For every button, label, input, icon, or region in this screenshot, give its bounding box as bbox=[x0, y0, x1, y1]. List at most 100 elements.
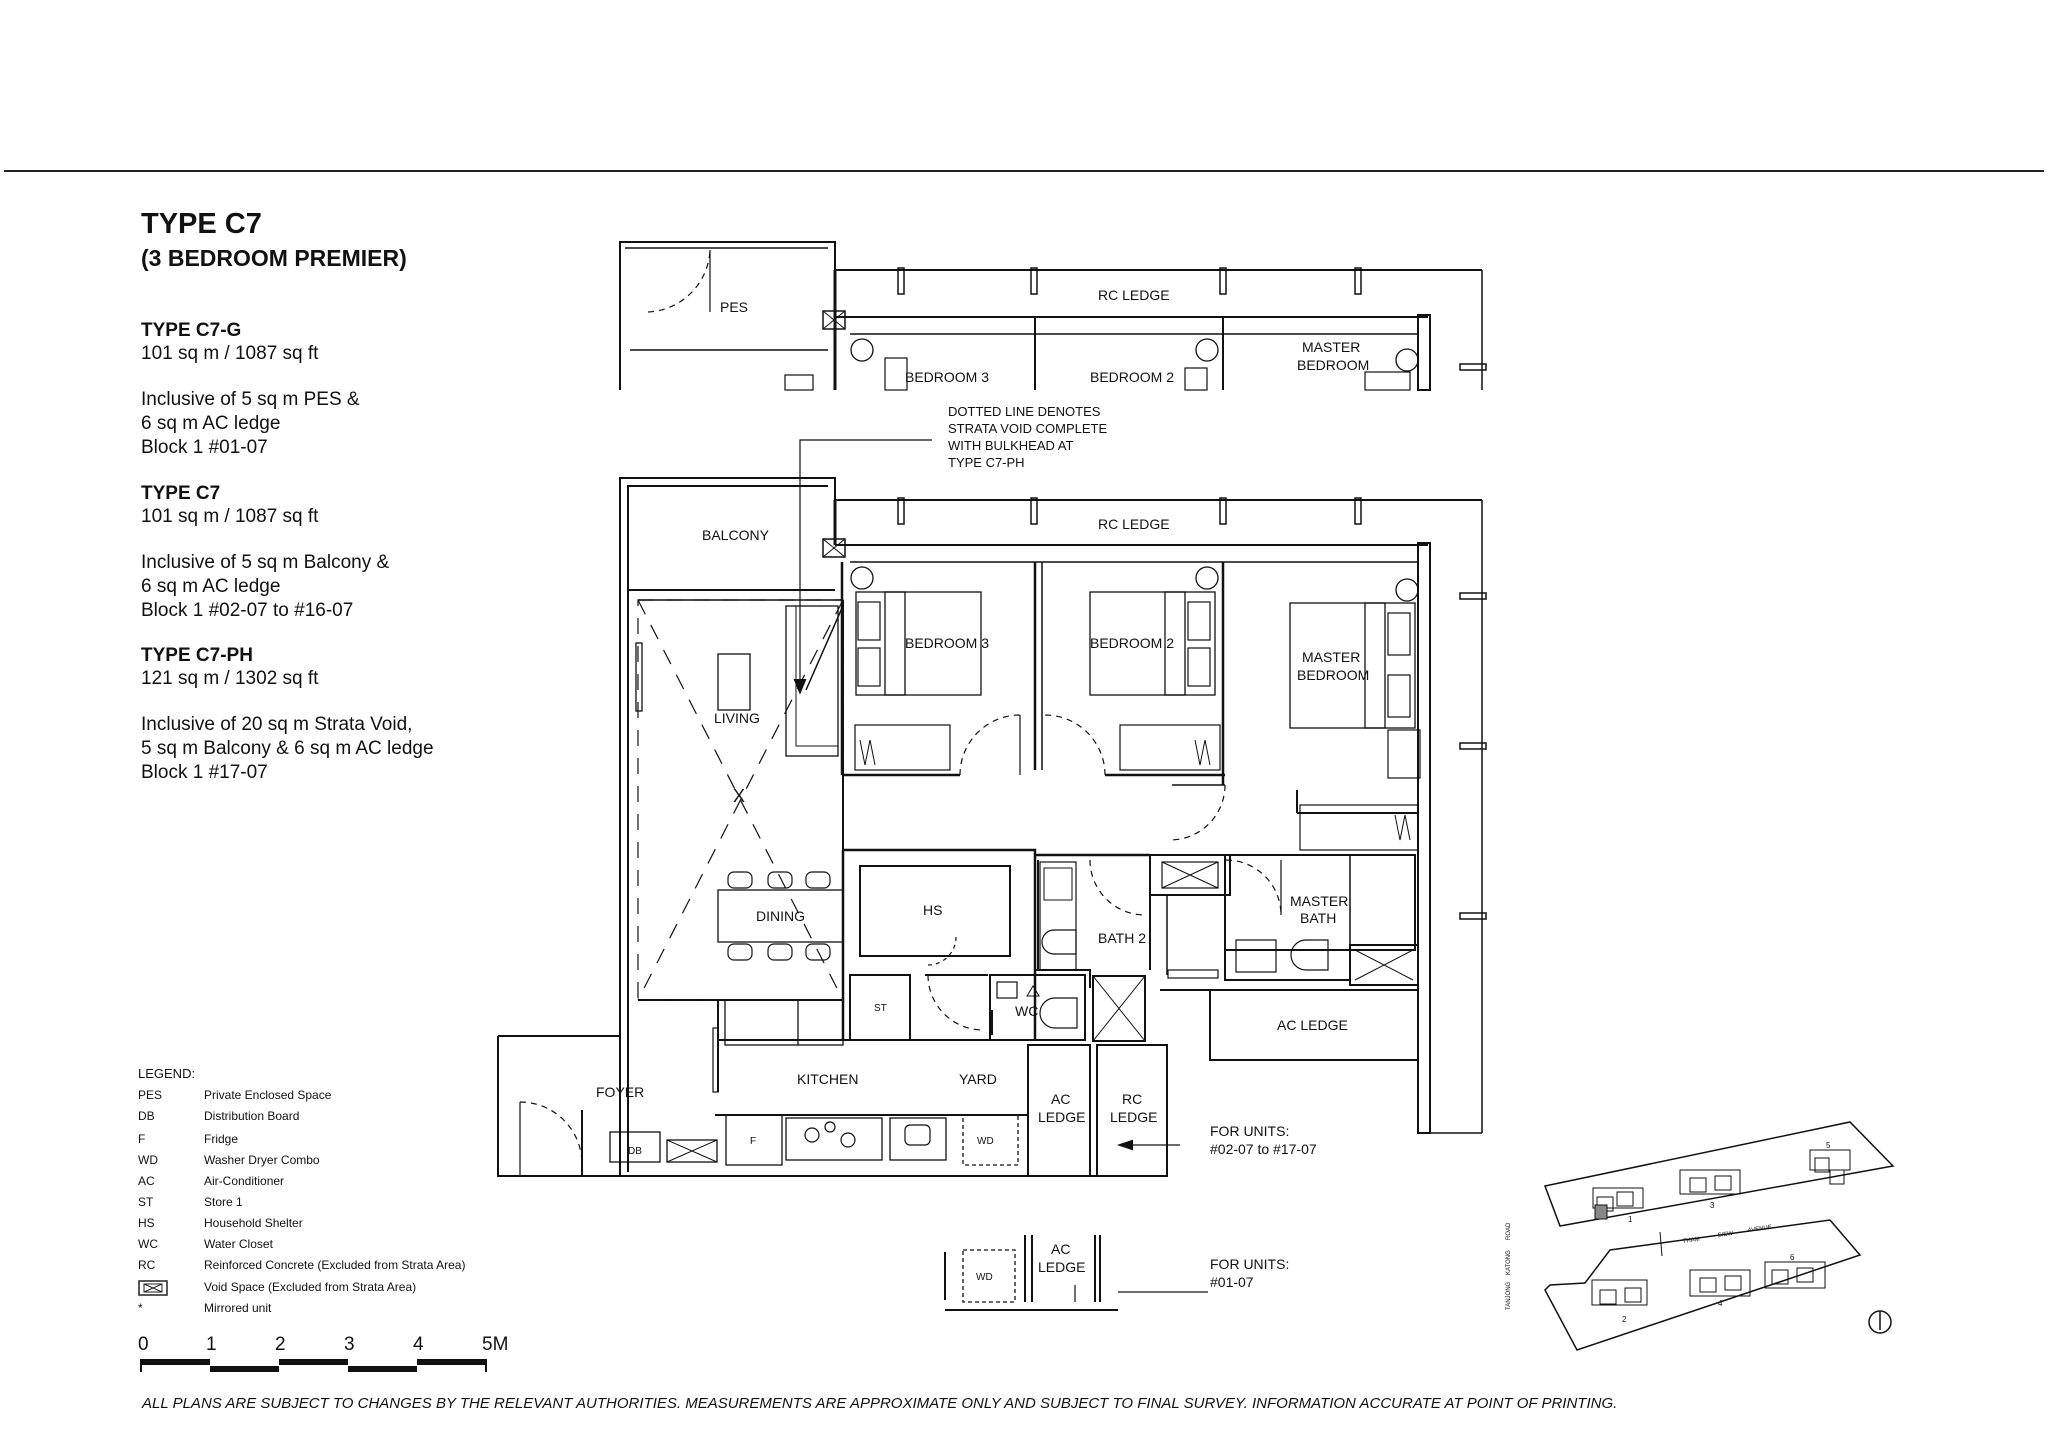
top-divider-line bbox=[4, 170, 2044, 172]
unit-variant-c7ph: TYPE C7-PH 121 sq m / 1302 sq ft Inclusi… bbox=[141, 645, 541, 785]
note-leader-line bbox=[799, 439, 932, 690]
legend-key: PES bbox=[138, 1088, 163, 1102]
label-ledge: LEDGE bbox=[1038, 1259, 1085, 1275]
label-rc-ledge: RC LEDGE bbox=[1098, 287, 1170, 303]
scale-label: 0 bbox=[138, 1334, 149, 1355]
variant-heading: TYPE C7 bbox=[141, 483, 221, 504]
legend-key: WD bbox=[138, 1153, 158, 1167]
site-block-number: 1 bbox=[1628, 1215, 1633, 1224]
label-living: LIVING bbox=[714, 710, 760, 726]
legend-key: ST bbox=[138, 1195, 154, 1209]
label-wc: WC bbox=[1015, 1003, 1038, 1019]
note-line: TYPE C7-PH bbox=[948, 455, 1025, 470]
legend-key: AC bbox=[138, 1174, 155, 1188]
label-master: MASTER bbox=[1302, 649, 1360, 665]
label-rc-ledge: RC LEDGE bbox=[1098, 516, 1170, 532]
label-ledge: LEDGE bbox=[1110, 1109, 1157, 1125]
label-master: MASTER bbox=[1302, 339, 1360, 355]
label-pes: PES bbox=[720, 299, 748, 315]
legend-value: Reinforced Concrete (Excluded from Strat… bbox=[204, 1258, 466, 1272]
scale-label: 3 bbox=[344, 1334, 355, 1355]
label-bath: BATH bbox=[1300, 910, 1336, 926]
site-block-number: 2 bbox=[1622, 1315, 1627, 1324]
label-x-mark: X bbox=[733, 786, 745, 806]
label-master: MASTER bbox=[1290, 893, 1348, 909]
site-block-number: 4 bbox=[1718, 1299, 1723, 1308]
label-kitchen: KITCHEN bbox=[797, 1071, 858, 1087]
label-wd: WD bbox=[977, 1136, 994, 1147]
legend-key: RC bbox=[138, 1258, 156, 1272]
label-yard: YARD bbox=[959, 1071, 997, 1087]
site-road-label: ROAD bbox=[1506, 1222, 1512, 1240]
unit-type-subtitle: (3 BEDROOM PREMIER) bbox=[141, 245, 407, 271]
label-st: ST bbox=[874, 1003, 887, 1014]
variant-line: Block 1 #02-07 to #16-07 bbox=[141, 600, 354, 621]
label-for-units: FOR UNITS: bbox=[1210, 1256, 1289, 1272]
label-bedroom-3: BEDROOM 3 bbox=[905, 635, 989, 651]
label-balcony: BALCONY bbox=[702, 527, 770, 543]
void-space-icon bbox=[138, 1280, 198, 1299]
label-foyer: FOYER bbox=[596, 1084, 644, 1100]
label-db: DB bbox=[628, 1146, 642, 1157]
variant-heading: TYPE C7-PH bbox=[141, 645, 253, 666]
variant-line: Inclusive of 5 sq m PES & bbox=[141, 389, 360, 410]
site-block-number: 5 bbox=[1826, 1141, 1831, 1150]
unit-type-title: TYPE C7 bbox=[141, 208, 262, 240]
bedroom-walls bbox=[840, 562, 1421, 851]
label-ac: AC bbox=[1051, 1241, 1070, 1257]
unit-variant-c7: TYPE C7 101 sq m / 1087 sq ft Inclusive … bbox=[141, 483, 501, 623]
legend-key: WC bbox=[138, 1237, 158, 1251]
label-hs: HS bbox=[923, 902, 942, 918]
label-bedroom: BEDROOM bbox=[1297, 357, 1369, 373]
variant-area: 101 sq m / 1087 sq ft bbox=[141, 506, 319, 527]
label-ledge: LEDGE bbox=[1038, 1109, 1085, 1125]
scale-label: 4 bbox=[413, 1334, 424, 1355]
note-line: WITH BULKHEAD AT bbox=[948, 438, 1074, 453]
legend-value: Air-Conditioner bbox=[204, 1174, 285, 1188]
variant-area: 121 sq m / 1302 sq ft bbox=[141, 668, 319, 689]
service-core bbox=[712, 848, 1419, 1093]
legend-value: Water Closet bbox=[204, 1237, 273, 1251]
legend-value: Household Shelter bbox=[204, 1216, 303, 1230]
label-bedroom-3: BEDROOM 3 bbox=[905, 369, 989, 385]
legend-key: * bbox=[138, 1301, 143, 1315]
note-line: DOTTED LINE DENOTES bbox=[948, 404, 1101, 419]
legend-value: Private Enclosed Space bbox=[204, 1088, 332, 1102]
legend-value: Mirrored unit bbox=[204, 1301, 272, 1315]
variant-line: 5 sq m Balcony & 6 sq m AC ledge bbox=[141, 738, 434, 759]
pes-partial-plan bbox=[619, 241, 1487, 391]
unit-variant-c7g: TYPE C7-G 101 sq m / 1087 sq ft Inclusiv… bbox=[141, 320, 501, 460]
legend-value: Distribution Board bbox=[204, 1109, 300, 1123]
label-wd: WD bbox=[976, 1272, 993, 1283]
site-plan bbox=[1543, 1121, 1895, 1351]
scale-bar-graphic bbox=[140, 1359, 487, 1372]
bottom-partial-plan bbox=[944, 1235, 1208, 1311]
scale-bar: 0 1 2 3 4 5M bbox=[138, 1334, 518, 1384]
site-road-label: KATONG bbox=[1506, 1250, 1512, 1275]
disclaimer-note: ALL PLANS ARE SUBJECT TO CHANGES BY THE … bbox=[142, 1395, 1618, 1412]
label-bedroom-2: BEDROOM 2 bbox=[1090, 369, 1174, 385]
label-bedroom-2: BEDROOM 2 bbox=[1090, 635, 1174, 651]
scale-label: 1 bbox=[206, 1334, 217, 1355]
variant-line: Block 1 #17-07 bbox=[141, 762, 268, 783]
variant-heading: TYPE C7-G bbox=[141, 320, 242, 341]
site-road-label: THAM bbox=[1682, 1237, 1700, 1245]
variant-line: Block 1 #01-07 bbox=[141, 437, 268, 458]
label-ac-ledge: AC LEDGE bbox=[1277, 1017, 1348, 1033]
site-block-number: 3 bbox=[1710, 1201, 1715, 1210]
site-road-label: SIEW bbox=[1717, 1231, 1733, 1239]
label-unit-range: #02-07 to #17-07 bbox=[1210, 1141, 1317, 1157]
label-bedroom: BEDROOM bbox=[1297, 667, 1369, 683]
variant-area: 101 sq m / 1087 sq ft bbox=[141, 343, 319, 364]
note-leader-arrow bbox=[793, 679, 807, 695]
site-block-number: 6 bbox=[1790, 1253, 1795, 1262]
label-for-units: FOR UNITS: bbox=[1210, 1123, 1289, 1139]
label-f: F bbox=[750, 1136, 756, 1147]
label-rc: RC bbox=[1122, 1091, 1142, 1107]
scale-label: 2 bbox=[275, 1334, 286, 1355]
legend-title: LEGEND: bbox=[138, 1066, 196, 1081]
label-bath-2: BATH 2 bbox=[1098, 930, 1146, 946]
legend-key: DB bbox=[138, 1109, 155, 1123]
variant-line: Inclusive of 5 sq m Balcony & bbox=[141, 552, 390, 573]
